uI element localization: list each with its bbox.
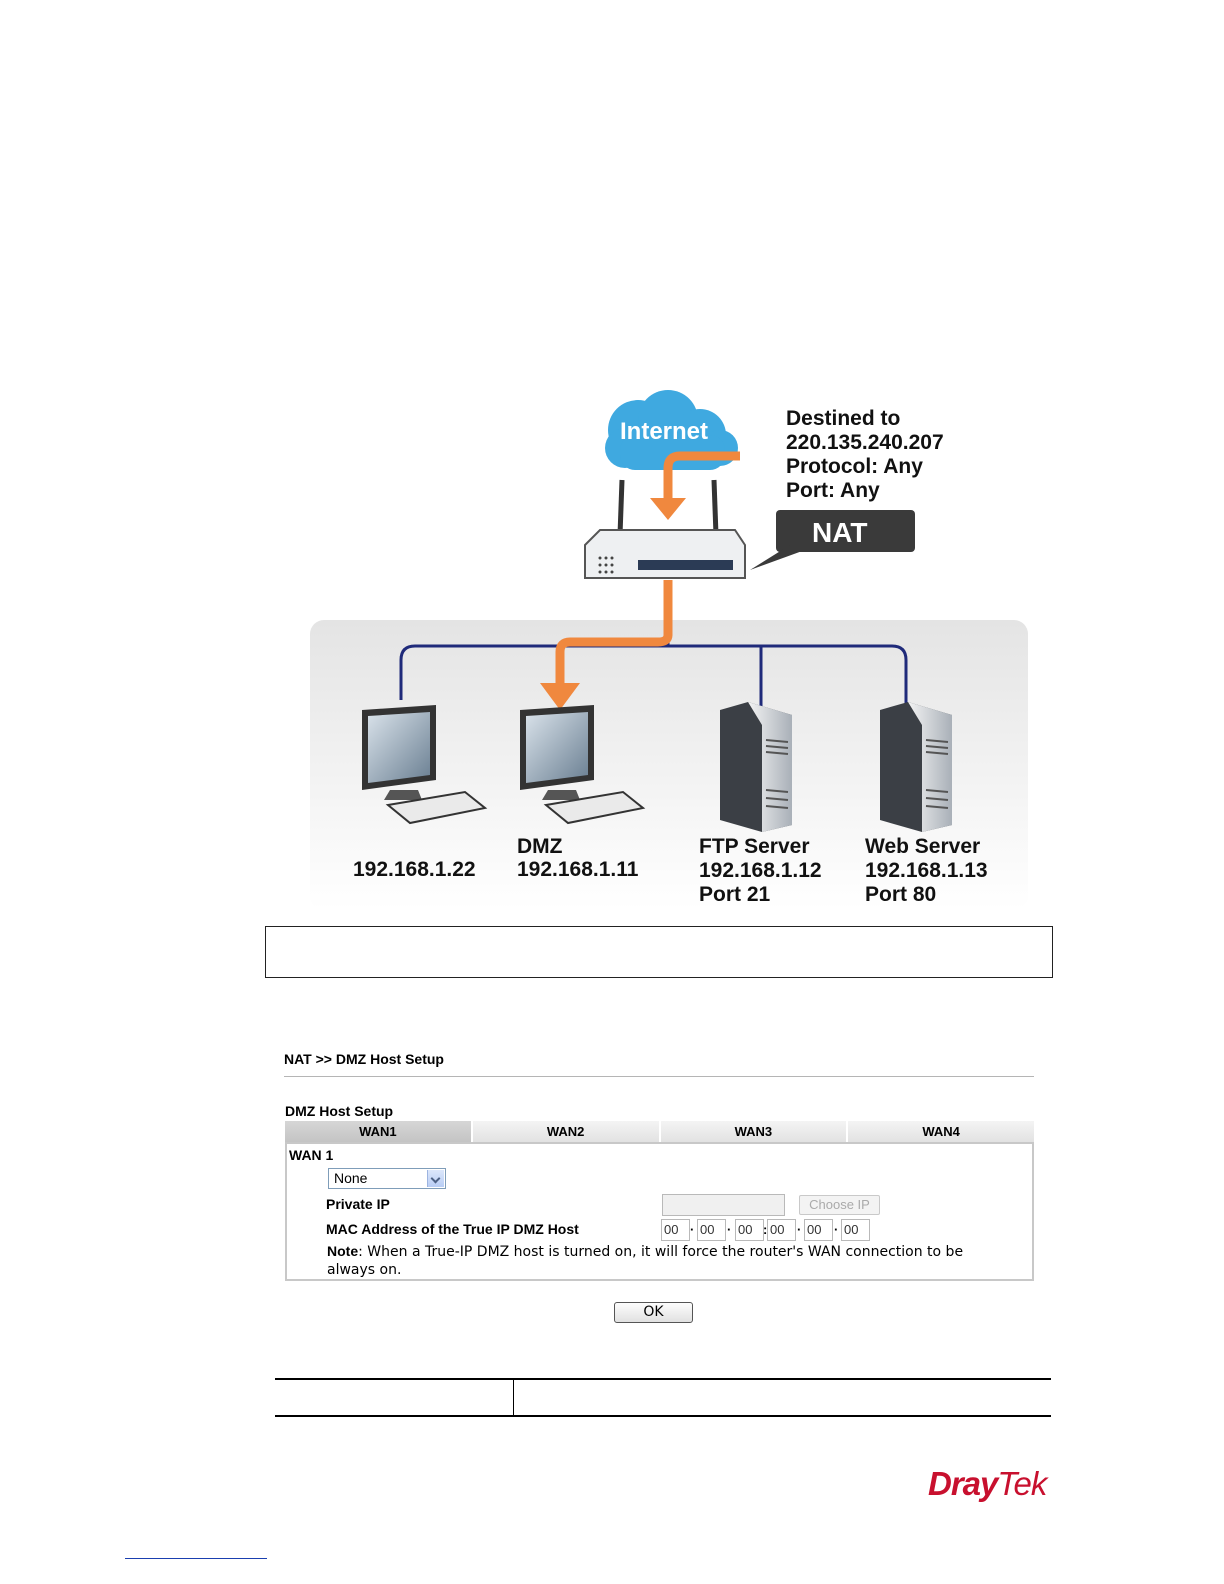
mac-octet-1[interactable]: 00 [661, 1219, 690, 1241]
destination-line-1: Destined to [786, 407, 901, 430]
internet-label: Internet [620, 418, 709, 445]
arrow-head-down [650, 498, 686, 520]
logo-part-1: Dray [928, 1465, 998, 1502]
host-2-ip: 192.168.1.11 [517, 858, 639, 881]
destination-line-4: Port: Any [786, 479, 880, 502]
dmz-network-diagram: Internet Destined to 220.135.240.207 Pro… [300, 380, 1035, 910]
mac-separator: · [834, 1222, 839, 1237]
lan-background [310, 620, 1028, 910]
dmz-mode-value: None [334, 1170, 368, 1186]
destination-line-3: Protocol: Any [786, 455, 923, 478]
mac-octet-4[interactable]: 00 [767, 1219, 796, 1241]
dmz-mode-select[interactable]: None [328, 1168, 446, 1189]
host-4-ip: 192.168.1.13 [865, 859, 988, 882]
footer-rule [125, 1558, 267, 1559]
host-4-port: Port 80 [865, 883, 937, 906]
private-ip-input[interactable] [662, 1194, 785, 1216]
ok-button[interactable]: OK [614, 1302, 693, 1323]
arrow-head-dmz [540, 683, 580, 710]
mac-octet-2[interactable]: 00 [697, 1219, 726, 1241]
host-2-title: DMZ [517, 835, 563, 858]
tab-wan3[interactable]: WAN3 [660, 1121, 849, 1142]
host-3-title: FTP Server [699, 835, 810, 858]
diagram-graphic [310, 390, 1028, 910]
note-label: Note [327, 1243, 359, 1259]
dmz-pc-icon [520, 705, 646, 825]
tab-wan2[interactable]: WAN2 [472, 1121, 661, 1142]
tab-wan1[interactable]: WAN1 [285, 1121, 473, 1142]
table-column-divider [513, 1379, 514, 1416]
caption-box [265, 926, 1053, 978]
traffic-arrow [555, 451, 740, 685]
breadcrumb: NAT >> DMZ Host Setup [284, 1051, 444, 1067]
logo-part-2: Tek [997, 1465, 1047, 1502]
table-top-rule [275, 1378, 1051, 1380]
draytek-logo: DrayTek [928, 1465, 1047, 1503]
host-4-title: Web Server [865, 835, 981, 858]
mac-separator: · [797, 1222, 802, 1237]
choose-ip-button[interactable]: Choose IP [799, 1195, 880, 1215]
note-body: : When a True-IP DMZ host is turned on, … [327, 1244, 964, 1278]
mac-separator: · [690, 1222, 695, 1237]
ftp-server-icon [720, 702, 792, 832]
mac-octet-5[interactable]: 00 [804, 1219, 833, 1241]
dmz-settings-panel [285, 1142, 1034, 1281]
web-server-icon [880, 702, 952, 832]
pc-icon [362, 705, 488, 825]
mac-octet-3[interactable]: 00 [735, 1219, 764, 1241]
chevron-down-icon [427, 1170, 444, 1187]
destination-line-2: 220.135.240.207 [786, 431, 944, 454]
private-ip-label: Private IP [326, 1196, 390, 1212]
nat-callout [750, 510, 915, 570]
breadcrumb-divider [284, 1076, 1034, 1077]
host-1-ip: 192.168.1.22 [353, 858, 476, 881]
wan-label: WAN 1 [289, 1147, 334, 1163]
tab-wan4[interactable]: WAN4 [848, 1121, 1034, 1142]
mac-separator: · [727, 1222, 732, 1237]
mac-octet-6[interactable]: 00 [841, 1219, 870, 1241]
host-3-ip: 192.168.1.12 [699, 859, 822, 882]
note-text: Note: When a True-IP DMZ host is turned … [327, 1242, 1007, 1279]
table-bottom-rule [275, 1415, 1051, 1417]
nat-label: NAT [812, 517, 868, 548]
section-title: DMZ Host Setup [285, 1103, 394, 1119]
host-3-port: Port 21 [699, 883, 771, 906]
mac-address-label: MAC Address of the True IP DMZ Host [326, 1221, 579, 1237]
router-icon [584, 479, 746, 579]
wan-tabs: WAN1 WAN2 WAN3 WAN4 [285, 1121, 1034, 1142]
mac-separator: : [763, 1222, 768, 1237]
